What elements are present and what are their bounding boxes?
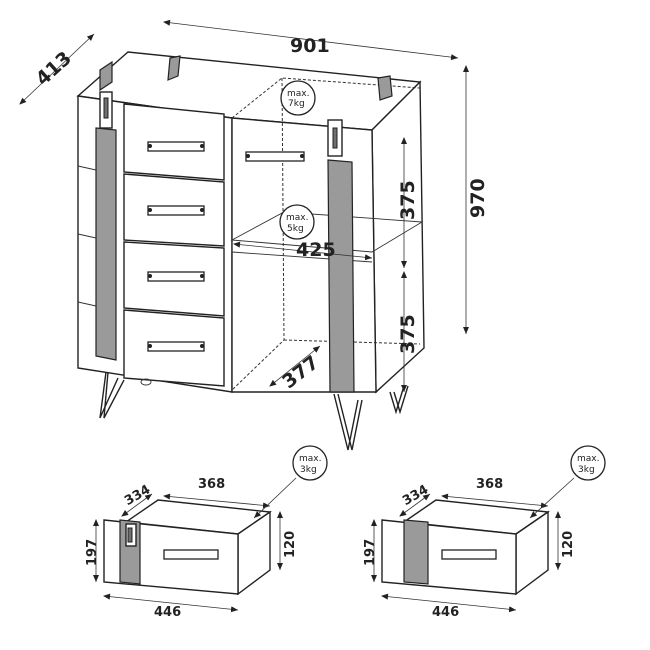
dim-depth: 413 [32, 47, 76, 90]
drawer-right-width: 368 [476, 477, 503, 492]
handle-4 [147, 341, 205, 352]
drawer-handles [147, 141, 305, 352]
load-bubble-top: max. 7kg [280, 80, 316, 116]
drawer-right-front-width: 446 [432, 605, 459, 620]
drawer-right-handle [441, 549, 497, 560]
load-drawer-left-line2: 3kg [300, 465, 317, 475]
top-strap-left [99, 60, 113, 92]
dim-width: 901 [290, 35, 330, 57]
drawer-left-height: 120 [283, 531, 298, 558]
handle-compartment [245, 151, 305, 162]
load-drawer-right-line2: 3kg [578, 465, 595, 475]
drawer-detail-left: max. 3kg 368 334 120 197 446 [85, 445, 328, 620]
load-drawer-right-line1: max. [577, 454, 599, 464]
handle-3 [147, 271, 205, 282]
dim-shelf-width: 425 [296, 239, 336, 261]
svg-text:max.: max. [287, 89, 309, 99]
drawer-left-front-width: 446 [154, 605, 181, 620]
side-strap-left [95, 127, 117, 361]
drawer-left-width: 368 [198, 477, 225, 492]
svg-text:5kg: 5kg [287, 224, 304, 234]
dim-compartment-lower: 375 [397, 314, 419, 354]
drawer-left-front-height: 197 [85, 539, 100, 566]
handle-1 [147, 141, 205, 152]
dim-compartment-upper: 375 [397, 180, 419, 220]
load-bubble-shelf: max. 5kg [279, 204, 315, 240]
hairpin-legs [99, 371, 409, 451]
svg-text:7kg: 7kg [288, 99, 305, 109]
drawer-right-strap [403, 519, 429, 585]
handle-2 [147, 205, 205, 216]
cabinet [76, 51, 425, 451]
main-dimensions [19, 19, 469, 392]
top-strap-right [377, 75, 393, 101]
drawer-right-front-height: 197 [363, 539, 378, 566]
drawer-right-height: 120 [561, 531, 576, 558]
top-strap-mid [167, 55, 181, 81]
dim-height: 970 [467, 178, 489, 218]
side-strap-right [327, 159, 355, 393]
svg-text:max.: max. [286, 213, 308, 223]
load-drawer-left-line1: max. [299, 454, 321, 464]
drawer-left-handle [163, 549, 219, 560]
drawer-detail-right: max. 3kg 368 334 120 197 446 [363, 445, 606, 620]
